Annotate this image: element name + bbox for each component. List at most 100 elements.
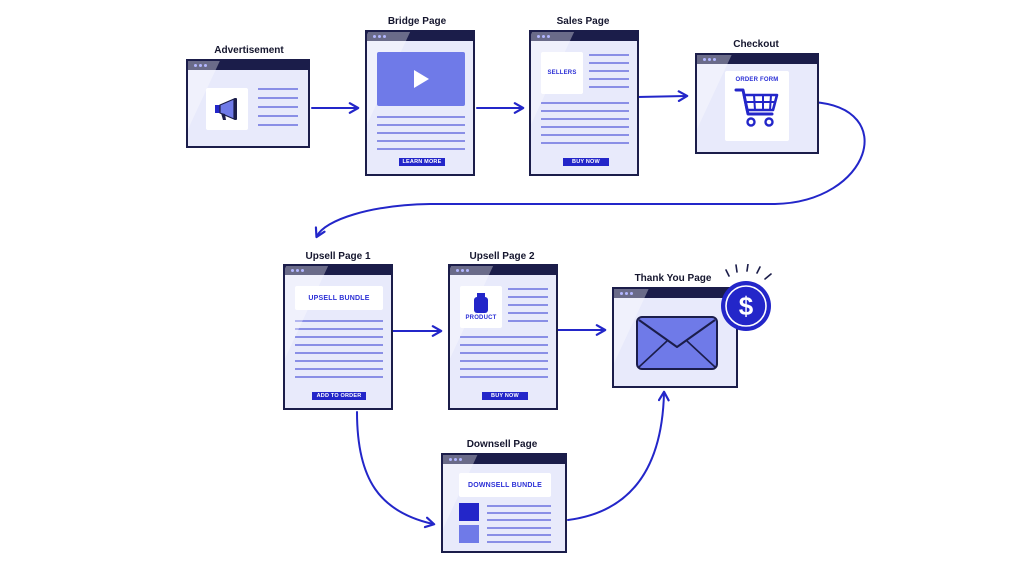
text-line <box>295 320 383 322</box>
window-dot <box>378 35 381 38</box>
window-titlebar <box>443 455 565 464</box>
downsell-item-thumb <box>459 503 479 521</box>
window-dot <box>301 269 304 272</box>
thankyou-title: Thank You Page <box>634 273 712 284</box>
text-line <box>377 116 465 118</box>
window-dot <box>291 269 294 272</box>
play-icon <box>414 70 429 88</box>
text-line <box>541 118 629 120</box>
window-titlebar <box>531 32 637 41</box>
text-line <box>589 54 629 56</box>
window-titlebar <box>367 32 473 41</box>
window-dot <box>199 64 202 67</box>
sales-title: Sales Page <box>556 16 610 27</box>
text-line <box>541 126 629 128</box>
video-player[interactable] <box>377 52 465 106</box>
checkout-window[interactable]: ORDER FORM <box>695 53 819 154</box>
add-to-order-button[interactable]: ADD TO ORDER <box>312 392 366 400</box>
downsell-page-window[interactable]: DOWNSELL BUNDLE <box>441 453 567 553</box>
thank-you-window[interactable] <box>612 287 738 388</box>
text-line <box>295 328 383 330</box>
window-titlebar <box>614 289 736 298</box>
window-dot <box>296 269 299 272</box>
text-line <box>508 320 548 322</box>
product-card: PRODUCT <box>460 286 502 328</box>
bridge-title: Bridge Page <box>387 16 447 27</box>
text-line <box>460 368 548 370</box>
arrow-sales-to-checkout <box>636 90 689 103</box>
text-line <box>258 115 298 117</box>
text-line <box>295 336 383 338</box>
window-dot <box>194 64 197 67</box>
megaphone-icon <box>215 98 237 120</box>
text-line <box>258 124 298 126</box>
text-line <box>258 88 298 90</box>
upsell-page-1-window[interactable]: UPSELL BUNDLE ADD TO ORDER <box>283 264 393 410</box>
text-line <box>377 124 465 126</box>
downsell-bundle-card: DOWNSELL BUNDLE <box>459 473 551 497</box>
text-line <box>487 527 551 529</box>
window-titlebar <box>450 266 556 275</box>
text-line <box>508 288 548 290</box>
window-dot <box>449 458 452 461</box>
window-dot <box>456 269 459 272</box>
bridge-page-window[interactable]: LEARN MORE <box>365 30 475 176</box>
text-line <box>377 140 465 142</box>
window-dot <box>466 269 469 272</box>
upsell-page-2-window[interactable]: PRODUCT BUY NOW <box>448 264 558 410</box>
window-titlebar <box>697 55 817 64</box>
text-line <box>508 296 548 298</box>
window-dot <box>703 58 706 61</box>
text-line <box>295 376 383 378</box>
checkout-title: Checkout <box>733 39 779 50</box>
order-form-card[interactable]: ORDER FORM <box>725 71 789 141</box>
window-dot <box>459 458 462 461</box>
sellers-card: SELLERS <box>541 52 583 94</box>
dollar-coin-icon: $ <box>721 264 772 331</box>
text-line <box>487 519 551 521</box>
text-line <box>541 142 629 144</box>
text-line <box>487 541 551 543</box>
window-titlebar <box>188 61 308 70</box>
window-dot <box>547 35 550 38</box>
window-dot <box>454 458 457 461</box>
text-line <box>460 376 548 378</box>
text-line <box>258 97 298 99</box>
window-dot <box>537 35 540 38</box>
text-line <box>589 78 629 80</box>
envelope-icon <box>636 316 718 370</box>
window-titlebar <box>285 266 391 275</box>
upsell1-title: Upsell Page 1 <box>305 251 371 262</box>
dollar-sign: $ <box>739 291 754 321</box>
learn-more-button[interactable]: LEARN MORE <box>399 158 445 166</box>
upsell2-title: Upsell Page 2 <box>469 251 535 262</box>
advertisement-window[interactable] <box>186 59 310 148</box>
text-line <box>508 312 548 314</box>
text-line <box>377 132 465 134</box>
text-line <box>589 62 629 64</box>
window-dot <box>204 64 207 67</box>
shopping-cart-icon <box>734 88 779 127</box>
text-line <box>460 344 548 346</box>
upsell-bundle-card: UPSELL BUNDLE <box>295 286 383 310</box>
text-line <box>460 352 548 354</box>
window-dot <box>630 292 633 295</box>
product-jar-icon <box>474 293 488 313</box>
arrow-upsell1-to-downsell <box>356 411 436 529</box>
text-line <box>295 344 383 346</box>
text-line <box>589 70 629 72</box>
window-dot <box>620 292 623 295</box>
text-line <box>258 106 298 108</box>
buy-now-button-upsell[interactable]: BUY NOW <box>482 392 528 400</box>
text-line <box>295 360 383 362</box>
downsell-item-thumb <box>459 525 479 543</box>
buy-now-button[interactable]: BUY NOW <box>563 158 609 166</box>
sales-page-window[interactable]: SELLERS BUY NOW <box>529 30 639 176</box>
window-dot <box>708 58 711 61</box>
text-line <box>487 512 551 514</box>
text-line <box>508 304 548 306</box>
advertisement-title: Advertisement <box>214 45 284 56</box>
text-line <box>487 534 551 536</box>
